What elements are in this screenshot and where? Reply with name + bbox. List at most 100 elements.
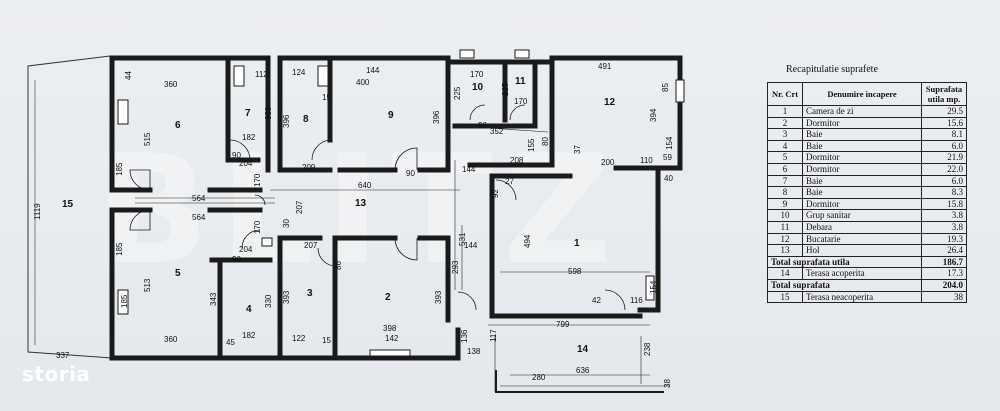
dim-label: 182 [242,331,256,340]
windows [117,49,685,357]
column-header: Denumire incapere [802,82,922,106]
dim-label: 185 [115,242,124,256]
room-3-label: 3 [307,288,313,299]
dim-label: 513 [143,278,152,292]
dim-label: 330 [264,294,273,308]
row-number: 7 [767,174,803,188]
dim-label: 640 [358,181,372,190]
dim-label: 330 [264,106,273,120]
room-name: Baie [802,186,922,199]
room-4-label: 4 [246,304,252,315]
dim-label: 170 [253,220,262,234]
dim-label: 155 [527,138,536,152]
dim-label: 200 [601,158,615,167]
dim-label: 564 [192,213,206,222]
room-name: Debara [802,220,922,234]
dim-label: 207 [295,200,304,214]
room-area: 21.9 [921,151,967,164]
dim-label: 136 [460,329,469,343]
room-11-label: 11 [515,76,526,87]
dim-label: 208 [510,156,524,165]
room-area: 17.3 [921,267,967,280]
room-name: Baie [802,174,922,188]
room-name: Bucatarie [802,232,922,246]
row-number: 1 [767,105,803,118]
total-value: 204.0 [921,278,967,292]
dim-label: 59 [663,153,672,162]
column-header: Nr. Crt [767,82,803,106]
dim-label: 45 [226,338,235,347]
dim-label: 352 [490,127,504,136]
brand-logo: storia [22,362,91,386]
room-area: 6.0 [921,174,967,188]
total-useful-value: 186.7 [921,255,967,269]
row-number: 2 [767,116,803,130]
dim-label: 90 [406,169,415,178]
dim-label: 44 [124,71,133,80]
room-12-label: 12 [604,97,616,108]
row-number: 12 [767,232,803,246]
row-number: 13 [767,244,803,257]
dim-label: 124 [292,68,306,77]
room-area: 8.1 [921,128,967,141]
row-number: 6 [767,162,803,176]
room-name: Dormitor [802,116,922,130]
table-header-row: Nr. Crt Denumire incapere Suprafata util… [767,82,967,106]
dim-label: 138 [467,347,481,356]
room-name: Terasa neacoperita [802,290,922,304]
room-10-label: 10 [472,82,484,93]
dim-label: 491 [598,62,612,71]
dim-label: 204 [239,159,253,168]
dim-label: 398 [383,324,397,333]
dim-label: 42 [592,296,601,305]
row-number: 14 [767,267,803,280]
room-area: 8.3 [921,186,967,199]
dimension-labels: 337 1119 360 360 44 515 513 185 185 185 … [33,62,674,388]
dim-label: 494 [523,234,532,248]
dim-label: 564 [192,194,206,203]
doors [129,104,626,311]
dim-label: 110 [640,156,653,165]
dim-label: 185 [115,162,124,176]
dim-label: 393 [282,290,291,304]
total-useful-label: Total suprafata utila [767,255,922,269]
room-name: Grup sanitar [802,209,922,222]
room-area: 19.3 [921,232,967,246]
row-number: 10 [767,209,803,222]
room-labels: 15 6 7 8 9 10 11 12 13 1 5 4 3 2 14 [62,76,616,355]
room-name: Dormitor [802,162,922,176]
dim-label: 1119 [33,203,42,220]
terrace-15-outline [27,55,113,359]
dim-label: 144 [462,165,476,174]
room-7-label: 7 [245,108,251,119]
dim-label: 112 [255,70,268,79]
dim-label: 225 [501,82,510,96]
dim-label: 40 [664,174,673,183]
dim-label: 360 [164,80,178,89]
dim-label: 293 [451,260,460,274]
room-area: 29.5 [921,105,967,118]
room-area: 3.8 [921,209,967,222]
room-name: Terasa acoperita [802,267,922,280]
watermark: BLITZ [95,124,622,298]
dim-label: 86 [334,261,343,270]
dim-label: 598 [568,267,582,276]
dim-label: 80 [541,137,550,146]
dim-label: 238 [643,342,652,356]
room-14-label: 14 [577,344,589,355]
row-number: 8 [767,186,803,199]
table-title: Recapitulatie suprafete [786,64,878,75]
dim-label: 15 [322,336,331,345]
dim-label: 116 [630,296,643,305]
row-number: 11 [767,220,803,234]
